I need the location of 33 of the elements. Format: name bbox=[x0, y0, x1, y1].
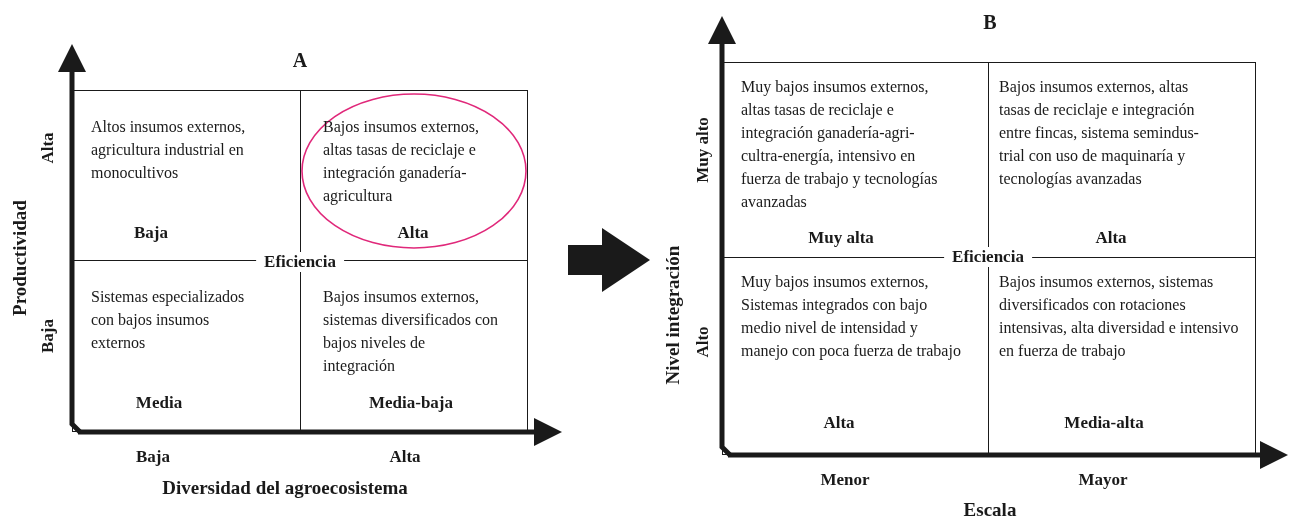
efficiency-level: Media-alta bbox=[1064, 413, 1144, 433]
axis-label: Baja bbox=[38, 319, 58, 353]
panel-title: B bbox=[983, 10, 997, 34]
description-text: Sistemas especializados con bajos insumos externos bbox=[91, 287, 246, 353]
efficiency-level: Baja bbox=[134, 223, 168, 243]
description-text: Bajos insumos externos, sistemas diversificados con rotaciones intensivas, alta diversidad e intensivo en fuerza de trabajo bbox=[999, 272, 1239, 362]
block-arrow bbox=[568, 228, 650, 292]
description-text: Muy bajos insumos externos, altas tasas de reciclaje e integración ganadería-agri-cultra-energía, intensivo en fuerza de trabajo y tecnologías avanzadas bbox=[741, 77, 939, 212]
description-text: Altos insumos externos, agricultura industrial en monocultivos bbox=[91, 117, 247, 183]
axis-label: Muy alto bbox=[693, 117, 713, 183]
efficiency-level: Alta bbox=[397, 223, 429, 243]
axis-label: Escala bbox=[963, 499, 1017, 521]
description-text: Muy bajos insumos externos, Sistemas integrados con bajo medio nivel de intensidad y manejo con poca fuerza de trabajo bbox=[741, 272, 962, 362]
description-text: Bajos insumos externos, sistemas diversificados con bajos niveles de integración bbox=[323, 287, 500, 377]
axis-label: Alto bbox=[693, 326, 713, 358]
description-text: Bajos insumos externos, altas tasas de reciclaje e integración entre fincas, sistema semindus-trial con uso de maquinaría y tecnologías avanzadas bbox=[999, 77, 1200, 190]
efficiency-level: Media-baja bbox=[369, 393, 453, 413]
axis-label: Nivel integración bbox=[662, 245, 684, 385]
efficiency-label: Eficiencia bbox=[256, 252, 344, 272]
efficiency-level: Alta bbox=[823, 413, 855, 433]
efficiency-label: Eficiencia bbox=[944, 247, 1032, 267]
axis-label: Alta bbox=[38, 132, 58, 164]
efficiency-level: Alta bbox=[1095, 228, 1127, 248]
axis-label: Baja bbox=[136, 447, 170, 467]
axis-label: Productividad bbox=[9, 200, 31, 316]
efficiency-level: Media bbox=[135, 393, 183, 413]
axis-label: Diversidad del agroecosistema bbox=[162, 477, 408, 499]
efficiency-level: Muy alta bbox=[808, 228, 874, 248]
axis-label: Menor bbox=[820, 470, 870, 490]
axis-label: Mayor bbox=[1078, 470, 1128, 490]
panel-title: A bbox=[292, 48, 308, 72]
axis-label: Alta bbox=[389, 447, 421, 467]
description-text: Bajos insumos externos, altas tasas de reciclaje e integración ganadería-agricultura bbox=[323, 117, 480, 207]
